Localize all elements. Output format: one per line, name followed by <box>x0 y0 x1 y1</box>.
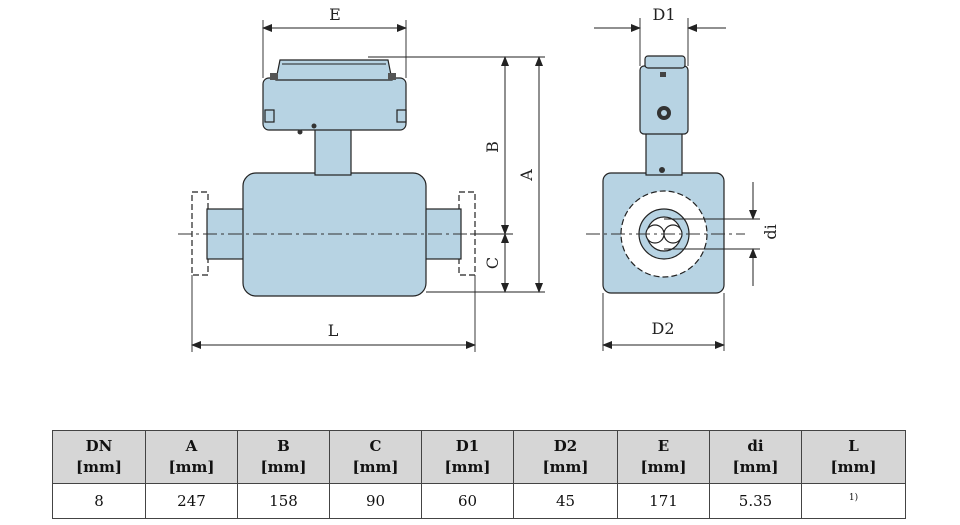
header-D1-unit: [mm] <box>444 458 491 476</box>
left-flange <box>191 191 209 276</box>
header-DN: DN [mm] <box>52 430 146 484</box>
header-E-unit: [mm] <box>640 458 687 476</box>
screw-right <box>388 73 396 80</box>
header-C-unit: [mm] <box>352 458 399 476</box>
header-A-name: A <box>185 437 198 455</box>
header-E-name: E <box>657 437 670 455</box>
header-D1: D1 [mm] <box>421 430 514 484</box>
header-L: L [mm] <box>801 430 906 484</box>
ground-screw-2 <box>311 123 317 129</box>
header-di-name: di <box>747 437 764 455</box>
housing-cover <box>275 59 393 81</box>
end-neck <box>645 129 683 176</box>
end-port-inner <box>661 110 667 116</box>
header-A-unit: [mm] <box>168 458 215 476</box>
cell-D2: 45 <box>513 483 618 519</box>
dimensions-table: DN [mm] A [mm] B [mm] C [mm] D1 [mm] D2 [mm] E… <box>52 430 906 519</box>
cell-L-footnote: 1) <box>848 493 859 503</box>
cell-B: 158 <box>237 483 330 519</box>
header-E: E [mm] <box>617 430 710 484</box>
header-D1-name: D1 <box>455 437 480 455</box>
table-row: 8 247 158 90 60 45 171 5.35 1) <box>52 483 906 519</box>
header-B-name: B <box>277 437 290 455</box>
transmitter-housing <box>262 77 407 131</box>
cable-gland-right <box>396 109 407 123</box>
dim-B-label: B <box>483 141 502 153</box>
end-ground-screw <box>659 167 665 173</box>
dim-di-label: di <box>761 224 780 239</box>
header-DN-unit: [mm] <box>76 458 122 476</box>
cell-E: 171 <box>617 483 710 519</box>
dim-L-label: L <box>328 321 339 340</box>
cell-L: 1) <box>801 483 906 519</box>
dim-D2-label: D2 <box>651 319 674 338</box>
sensor-body <box>242 172 427 297</box>
dim-D1-label: D1 <box>652 5 675 24</box>
side-view: E B A C L <box>178 5 545 352</box>
header-L-name: L <box>848 437 859 455</box>
technical-drawing: E B A C L <box>178 5 780 352</box>
dim-C-label: C <box>483 257 502 269</box>
header-di-unit: [mm] <box>732 458 779 476</box>
cable-gland-left <box>264 109 275 123</box>
end-view: di D1 D2 <box>586 5 780 351</box>
header-L-unit: [mm] <box>830 458 877 476</box>
dim-A-label: A <box>517 169 536 182</box>
header-B-unit: [mm] <box>260 458 307 476</box>
header-C: C [mm] <box>329 430 422 484</box>
dim-E-label: E <box>329 5 341 24</box>
table-header-row: DN [mm] A [mm] B [mm] C [mm] D1 [mm] D2 [mm] E… <box>52 430 906 484</box>
cell-D1: 60 <box>421 483 514 519</box>
header-C-name: C <box>369 437 382 455</box>
cell-A: 247 <box>145 483 238 519</box>
end-screw <box>660 72 666 77</box>
header-D2-unit: [mm] <box>542 458 589 476</box>
ground-screw <box>297 129 303 135</box>
screw-left <box>270 73 278 80</box>
header-D2: D2 [mm] <box>513 430 618 484</box>
cell-di: 5.35 <box>709 483 802 519</box>
header-A: A [mm] <box>145 430 238 484</box>
cell-C: 90 <box>329 483 422 519</box>
header-B: B [mm] <box>237 430 330 484</box>
neck <box>314 127 352 176</box>
header-di: di [mm] <box>709 430 802 484</box>
cell-DN: 8 <box>52 483 146 519</box>
header-D2-name: D2 <box>553 437 578 455</box>
header-DN-name: DN <box>85 437 113 455</box>
end-housing-cover <box>644 55 686 69</box>
